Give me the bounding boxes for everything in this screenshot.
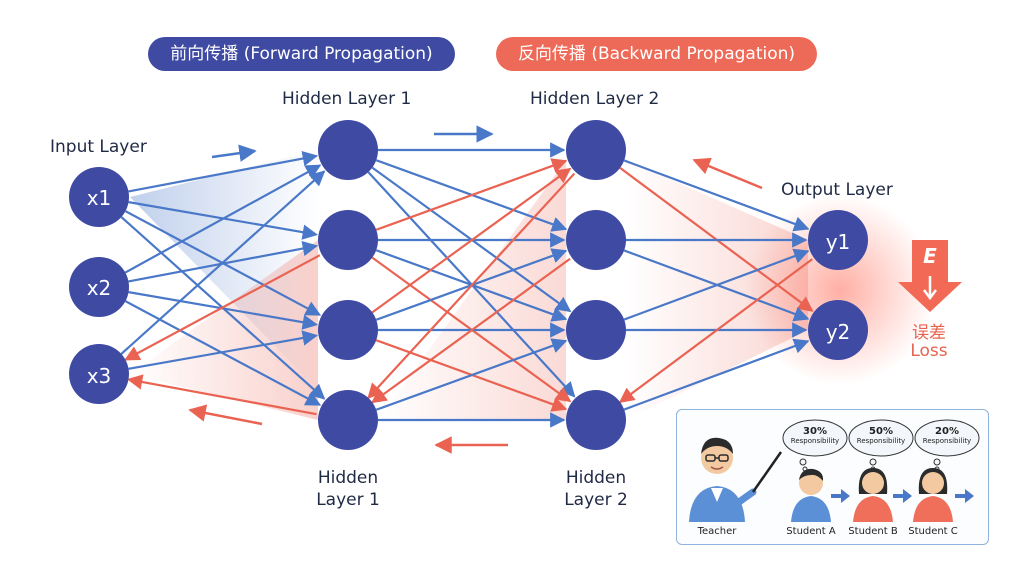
input-neuron-2	[69, 257, 129, 317]
bubble-b-text: 50% Responsibility	[852, 426, 910, 446]
backward-connection	[367, 172, 576, 400]
student-c-icon	[913, 468, 953, 522]
hidden2-neuron-1	[566, 120, 626, 180]
bubble-a-text: 30% Responsibility	[786, 426, 844, 446]
hidden-layer-1-top-label: Hidden Layer 1	[282, 89, 412, 109]
backward-connection	[124, 254, 321, 361]
backward-propagation-badge: 反向传播 (Backward Propagation)	[496, 37, 817, 71]
input-node-x3: x3	[86, 364, 112, 388]
loss-label-en: Loss	[910, 341, 948, 361]
connections	[120, 142, 814, 428]
forward-propagation-badge: 前向传播 (Forward Propagation)	[148, 37, 455, 71]
forward-arrow-icon	[211, 144, 257, 162]
input-node-x1: x1	[86, 186, 112, 210]
student-b-percent: 50%	[869, 426, 893, 437]
input-node-x2: x2	[86, 276, 112, 300]
output-layer-label: Output Layer	[781, 180, 893, 200]
bubble-c-text: 20% Responsibility	[918, 426, 976, 446]
student-c-percent: 20%	[935, 426, 959, 437]
loss-symbol: E	[923, 244, 937, 268]
output-node-y1: y1	[825, 230, 851, 254]
forward-connection	[124, 164, 322, 274]
backward-connection	[371, 167, 572, 314]
hidden1-neuron-3	[318, 300, 378, 360]
bubble-a-icon	[782, 419, 848, 472]
forward-connection	[375, 338, 568, 411]
student-a-caption: Responsibility	[790, 437, 840, 445]
output-neuron-1	[808, 210, 868, 270]
hidden2-neuron-2	[566, 210, 626, 270]
forward-connection	[120, 170, 326, 355]
teacher-student-analogy-panel: 30% Responsibility 50% Responsibility 20…	[676, 409, 989, 545]
hidden-layer-1-bottom-label: Hidden Layer 1	[316, 468, 380, 510]
forward-connection	[128, 150, 319, 193]
analogy-illustration	[689, 419, 980, 522]
direction-arrows	[188, 125, 763, 454]
student-c-caption: Responsibility	[922, 437, 972, 445]
teacher-icon	[689, 437, 783, 522]
student-b-caption: Responsibility	[856, 437, 906, 445]
input-neuron-1	[69, 167, 129, 227]
pass-arrow-icon	[955, 489, 974, 503]
pass-arrow-icon	[831, 489, 850, 503]
forward-connection	[623, 159, 810, 232]
backward-arrow-icon	[692, 157, 763, 190]
teacher-label: Teacher	[697, 526, 737, 537]
output-node-y2: y2	[825, 320, 851, 344]
hidden1-neuron-2	[318, 210, 378, 270]
neurons	[69, 120, 868, 450]
backward-connection	[375, 158, 568, 231]
hidden2-neuron-3	[566, 300, 626, 360]
student-a-label: Student A	[786, 526, 836, 537]
student-c-label: Student C	[908, 526, 958, 537]
output-neuron-2	[808, 300, 868, 360]
backward-connection	[371, 257, 571, 404]
hidden2-neuron-4	[566, 390, 626, 450]
forward-connection	[623, 248, 810, 321]
forward-connection	[623, 338, 810, 411]
gradient-shading	[130, 150, 935, 420]
student-a-percent: 30%	[803, 426, 827, 437]
student-b-label: Student B	[848, 526, 898, 537]
forward-connection	[128, 330, 319, 370]
loss-label-cn: 误差	[912, 323, 946, 343]
input-neuron-3	[69, 344, 129, 404]
backward-connection	[126, 374, 317, 416]
loss-arrow-icon	[898, 240, 962, 312]
input-layer-label: Input Layer	[50, 137, 147, 157]
hidden1-neuron-4	[318, 390, 378, 450]
student-a-icon	[791, 468, 831, 522]
pass-arrow-icon	[893, 489, 912, 503]
hidden1-neuron-1	[318, 120, 378, 180]
hidden-layer-2-bottom-label: Hidden Layer 2	[564, 468, 628, 510]
backward-arrow-icon	[188, 404, 263, 426]
backward-connection	[618, 258, 813, 404]
hidden-layer-2-top-label: Hidden Layer 2	[530, 89, 660, 109]
student-b-icon	[853, 468, 893, 522]
